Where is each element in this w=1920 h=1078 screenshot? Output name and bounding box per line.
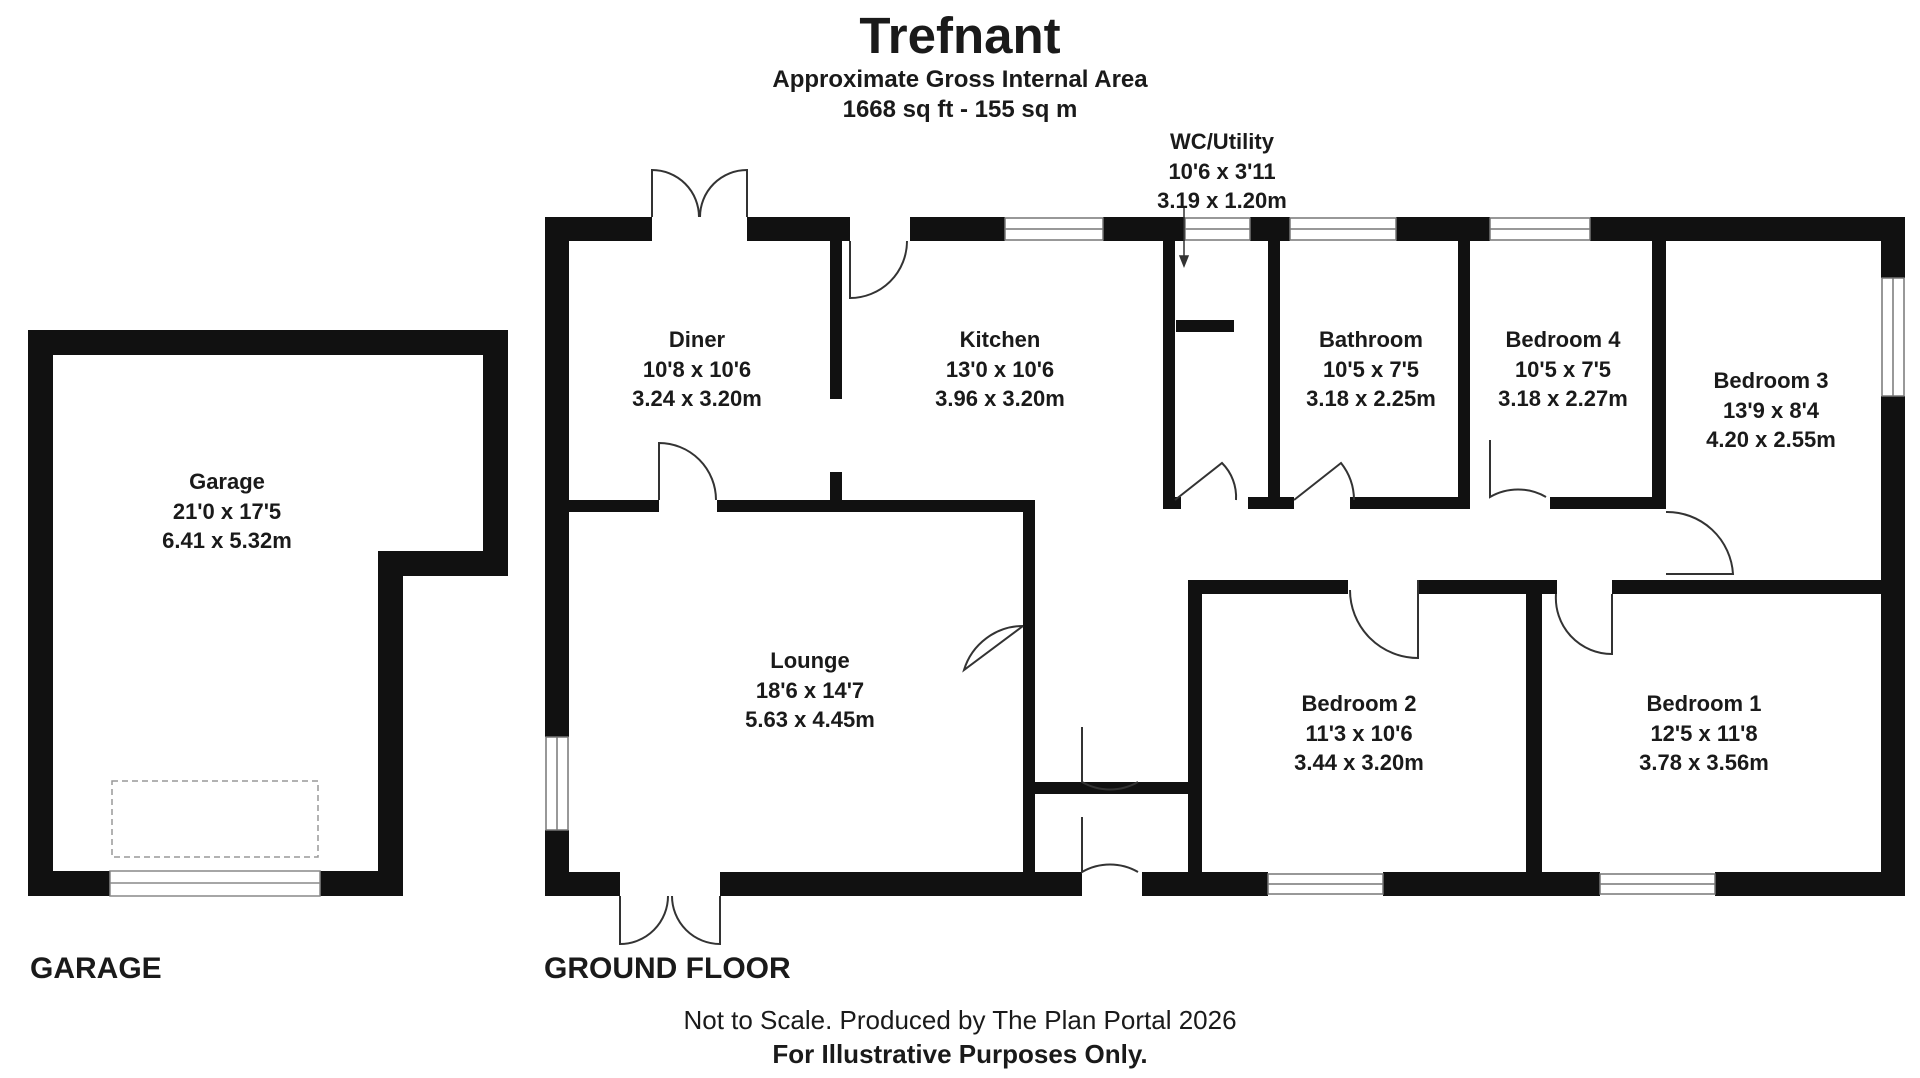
room-name: Diner: [668, 327, 726, 352]
room-label-garage: Garage 21'0 x 17'5 6.41 x 5.32m: [97, 467, 357, 556]
room-imperial: 10'6 x 3'11: [1168, 158, 1276, 184]
bedroom2-door: [1349, 580, 1419, 660]
room-name: Bedroom 1: [1646, 691, 1762, 716]
room-name: Garage: [189, 469, 265, 494]
room-label-bedroom-2: Bedroom 2 11'3 x 10'6 3.44 x 3.20m: [1229, 689, 1489, 778]
room-imperial: 11'3 x 10'6: [1305, 720, 1413, 746]
windows: [545, 217, 1905, 895]
bedroom3-door: [1665, 510, 1735, 575]
room-label-lounge: Lounge 18'6 x 14'7 5.63 x 4.45m: [680, 646, 940, 735]
diner-french-doors: [651, 168, 748, 218]
room-imperial: 18'6 x 14'7: [755, 677, 865, 703]
room-name: Bathroom: [1319, 327, 1423, 352]
room-label-diner: Diner 10'8 x 10'6 3.24 x 3.20m: [567, 325, 827, 414]
room-imperial: 10'8 x 10'6: [642, 356, 752, 382]
room-label-wc-utility: WC/Utility 10'6 x 3'11 3.19 x 1.20m: [1092, 127, 1352, 216]
wall-openings: [544, 216, 1906, 897]
room-imperial: 13'0 x 10'6: [945, 356, 1055, 382]
garage-walls: [28, 330, 508, 896]
area-value: 1668 sq ft - 155 sq m: [842, 96, 1078, 123]
room-metric: 3.78 x 3.56m: [1639, 750, 1769, 775]
room-label-bedroom-4: Bedroom 4 10'5 x 7'5 3.18 x 2.27m: [1433, 325, 1693, 414]
room-imperial: 21'0 x 17'5: [172, 498, 282, 524]
room-metric: 4.20 x 2.55m: [1706, 427, 1836, 452]
room-metric: 5.63 x 4.45m: [745, 707, 875, 732]
interior-walls: [569, 241, 1881, 872]
lounge-french-doors: [619, 895, 721, 946]
room-name: Bedroom 4: [1505, 327, 1621, 352]
room-imperial: 13'9 x 8'4: [1722, 397, 1820, 423]
wc-door: [1174, 461, 1238, 501]
hall-inner-door: [1081, 727, 1139, 791]
garage-inspection-pit: [111, 780, 319, 858]
room-label-bedroom-3: Bedroom 3 13'9 x 8'4 4.20 x 2.55m: [1641, 366, 1901, 455]
room-label-kitchen: Kitchen 13'0 x 10'6 3.96 x 3.20m: [870, 325, 1130, 414]
room-name: WC/Utility: [1170, 129, 1274, 154]
scale-note: Not to Scale. Produced by The Plan Porta…: [683, 1005, 1237, 1035]
plan-title: Trefnant: [859, 7, 1061, 64]
bathroom-door: [1293, 461, 1355, 501]
room-label-bedroom-1: Bedroom 1 12'5 x 11'8 3.78 x 3.56m: [1574, 689, 1834, 778]
room-name: Lounge: [770, 648, 850, 673]
room-metric: 3.24 x 3.20m: [632, 386, 762, 411]
room-metric: 3.96 x 3.20m: [935, 386, 1065, 411]
area-label: Approximate Gross Internal Area: [772, 66, 1148, 93]
room-name: Bedroom 3: [1713, 368, 1829, 393]
bedroom1-door: [1554, 593, 1613, 656]
room-metric: 3.44 x 3.20m: [1294, 750, 1424, 775]
room-imperial: 10'5 x 7'5: [1322, 356, 1420, 382]
floor-label-garage: GARAGE: [30, 952, 162, 985]
disclaimer: For Illustrative Purposes Only.: [772, 1039, 1148, 1069]
room-name: Kitchen: [959, 327, 1041, 352]
floor-label-ground: GROUND FLOOR: [544, 952, 791, 985]
room-metric: 3.18 x 2.25m: [1306, 386, 1436, 411]
ground-floor-plan: [544, 168, 1906, 946]
lounge-hall-door: [962, 625, 1024, 673]
kitchen-back-door: [849, 240, 908, 300]
diner-lounge-door: [658, 441, 717, 501]
room-imperial: 12'5 x 11'8: [1650, 720, 1758, 746]
wc-arrow: [1178, 208, 1190, 269]
bedroom4-door: [1489, 440, 1547, 499]
garage-plan: [28, 330, 508, 897]
room-name: Bedroom 2: [1301, 691, 1417, 716]
room-metric: 3.19 x 1.20m: [1157, 188, 1287, 213]
outer-walls: [545, 217, 1905, 896]
room-label-bathroom: Bathroom 10'5 x 7'5 3.18 x 2.25m: [1241, 325, 1501, 414]
room-metric: 3.18 x 2.27m: [1498, 386, 1628, 411]
room-imperial: 10'5 x 7'5: [1514, 356, 1612, 382]
doors: [619, 168, 1735, 946]
room-metric: 6.41 x 5.32m: [162, 528, 292, 553]
front-door: [1081, 817, 1139, 874]
